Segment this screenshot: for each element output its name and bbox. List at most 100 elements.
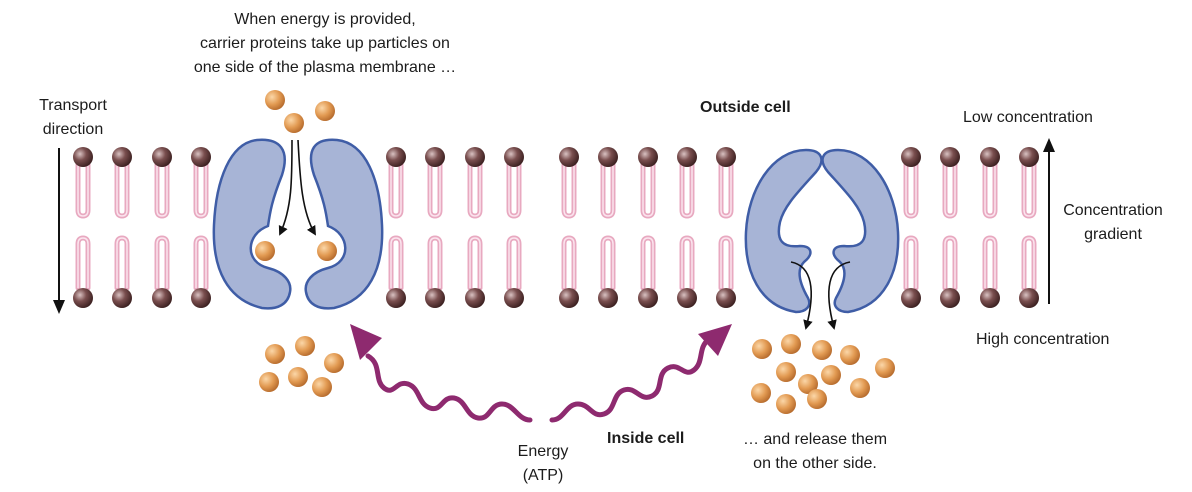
particle: [776, 362, 796, 382]
lipid-tail: [561, 159, 577, 219]
lipid-tail-highlight: [469, 237, 481, 288]
lipid-tail: [640, 159, 656, 219]
lipid-tail: [903, 235, 919, 291]
lipid-head: [677, 147, 697, 167]
carrier-protein-left-lobe-left: [212, 138, 292, 310]
carrier-protein-left: [212, 138, 384, 310]
phospholipid-pair: [386, 147, 406, 308]
lipid-tail: [388, 159, 404, 219]
lipid-head: [386, 288, 406, 308]
lipid-tail-highlight: [77, 237, 89, 288]
particle: [781, 334, 801, 354]
lipid-tail-highlight: [984, 162, 996, 217]
lipid-tail-highlight: [156, 237, 168, 288]
particle: [752, 339, 772, 359]
phospholipid-pair: [901, 147, 921, 308]
energy-arrow-right: [549, 324, 732, 423]
lipid-tail-highlight: [1023, 162, 1035, 217]
lipid-tail-highlight: [390, 237, 402, 288]
lipid-tail: [679, 235, 695, 291]
lipid-tail: [1021, 159, 1037, 219]
phospholipid-pair: [677, 147, 697, 308]
carrier-protein-left-lobe-right: [304, 138, 384, 310]
lipid-head: [112, 288, 132, 308]
release-arrow-right: [827, 261, 851, 330]
phospholipid-pair: [73, 147, 93, 308]
lipid-head: [980, 288, 1000, 308]
carrier-protein-right-lobe-left: [744, 148, 823, 314]
lipid-tail-highlight: [720, 162, 732, 217]
lipid-tail: [193, 235, 209, 291]
bottom-caption: … and release them on the other side.: [700, 428, 930, 476]
lipid-tail-highlight: [602, 162, 614, 217]
phospholipid-pair: [425, 147, 445, 308]
inside-cell-label: Inside cell: [607, 430, 685, 447]
uptake-arrow-left: [278, 139, 293, 236]
lipid-bilayer: [73, 147, 1039, 308]
lipid-head: [425, 147, 445, 167]
phospholipid-pair: [559, 147, 579, 308]
lipid-tail: [114, 235, 130, 291]
lipid-tail: [114, 159, 130, 219]
lipid-tail-highlight: [508, 162, 520, 217]
phospholipid-pair: [980, 147, 1000, 308]
lipid-tail: [640, 235, 656, 291]
lipid-head: [465, 288, 485, 308]
lipid-tail-highlight: [563, 237, 575, 288]
lipid-head: [152, 288, 172, 308]
particle: [288, 367, 308, 387]
phospholipid-pair: [1019, 147, 1039, 308]
lipid-tail: [718, 235, 734, 291]
lipid-head: [191, 288, 211, 308]
lipid-head: [425, 288, 445, 308]
lipid-tail-highlight: [390, 162, 402, 217]
phospholipid-pair: [465, 147, 485, 308]
phospholipid-pair: [112, 147, 132, 308]
lipid-tail-highlight: [681, 162, 693, 217]
lipid-head: [638, 288, 658, 308]
lipid-tail-highlight: [429, 237, 441, 288]
lipid-tail: [903, 159, 919, 219]
lipid-head: [112, 147, 132, 167]
release-arrow-left: [790, 261, 813, 330]
top-caption-line: When energy is provided,: [234, 11, 416, 28]
particles: [255, 90, 895, 414]
lipid-head: [677, 288, 697, 308]
lipid-tail: [600, 235, 616, 291]
lipid-head: [504, 288, 524, 308]
lipid-head: [980, 147, 1000, 167]
lipid-tail-highlight: [642, 237, 654, 288]
carrier-protein-right-lobe-right: [821, 148, 900, 314]
particle: [776, 394, 796, 414]
particle: [798, 374, 818, 394]
lipid-tail: [506, 159, 522, 219]
lipid-head: [559, 147, 579, 167]
particle: [295, 336, 315, 356]
particle: [821, 365, 841, 385]
particle-bound: [255, 241, 275, 261]
lipid-tail: [561, 235, 577, 291]
lipid-head: [940, 288, 960, 308]
lipid-tail: [1021, 235, 1037, 291]
energy-line: (ATP): [522, 467, 564, 484]
lipid-tail: [506, 235, 522, 291]
transport-direction-line: direction: [42, 121, 104, 138]
lipid-tail-highlight: [720, 237, 732, 288]
lipid-tail-highlight: [156, 162, 168, 217]
lipid-tail-highlight: [984, 237, 996, 288]
particle: [840, 345, 860, 365]
lipid-head: [1019, 147, 1039, 167]
lipid-tail-highlight: [602, 237, 614, 288]
particle: [259, 372, 279, 392]
low-concentration-label: Low concentration: [963, 109, 1093, 126]
outside-cell-label: Outside cell: [700, 99, 791, 116]
phospholipid-pair: [716, 147, 736, 308]
energy-label: Energy (ATP): [500, 440, 586, 488]
top-caption-line: carrier proteins take up particles on: [200, 35, 450, 52]
top-caption-line: one side of the plasma membrane …: [193, 59, 457, 76]
lipid-head: [152, 147, 172, 167]
lipid-head: [191, 147, 211, 167]
lipid-head: [73, 288, 93, 308]
phospholipid-pair: [940, 147, 960, 308]
